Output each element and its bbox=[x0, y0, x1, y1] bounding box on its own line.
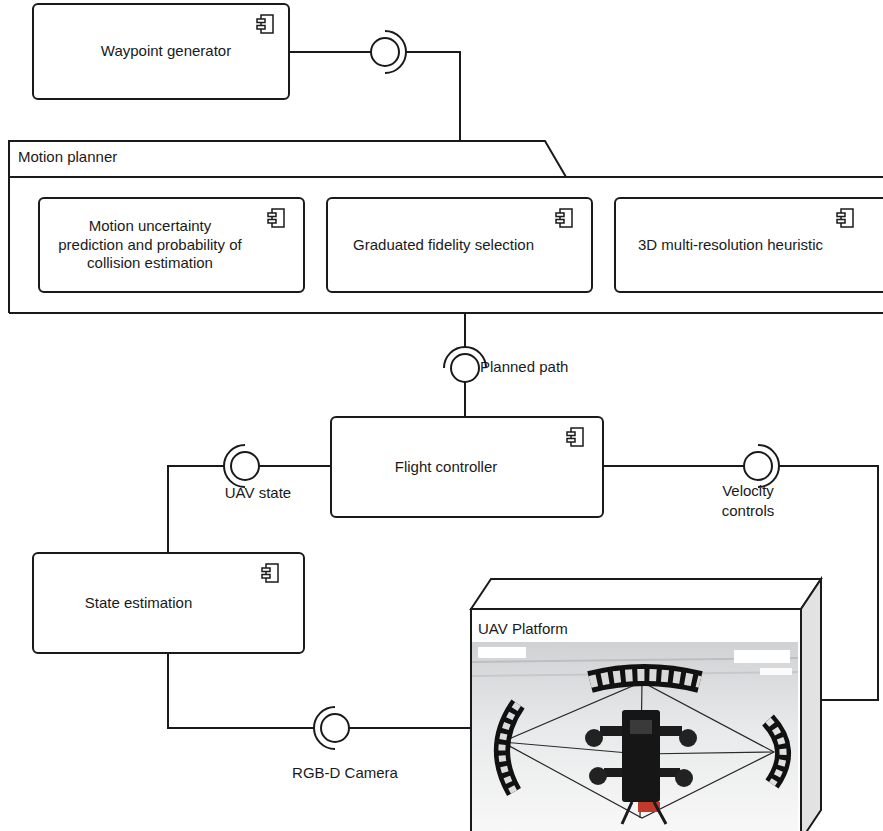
provided-interface-ball bbox=[321, 714, 349, 742]
drone-hull bbox=[622, 710, 660, 802]
provided-interface-ball bbox=[744, 452, 772, 480]
ceiling-light bbox=[734, 650, 790, 663]
ball-socket-symbol bbox=[314, 707, 349, 749]
drone-motor bbox=[679, 729, 697, 747]
drone-motor bbox=[585, 729, 603, 747]
component-label: State estimation bbox=[85, 594, 193, 613]
interface-label: Velocity controls bbox=[708, 481, 788, 520]
icon-tab bbox=[268, 213, 276, 217]
icon-tab bbox=[268, 220, 276, 224]
icon-tab bbox=[567, 439, 575, 443]
drone-body bbox=[585, 710, 697, 824]
drone-board bbox=[630, 720, 652, 734]
ball-socket-symbol bbox=[224, 445, 259, 487]
icon-tab bbox=[837, 220, 845, 224]
package-frame: Motion plannerMotion uncertainty predict… bbox=[8, 140, 883, 314]
component-label: Waypoint generator bbox=[101, 42, 231, 61]
icon-tab bbox=[837, 213, 845, 217]
ball-socket-symbol bbox=[444, 347, 486, 382]
ball-socket-symbol bbox=[744, 445, 779, 487]
component-icon bbox=[256, 14, 274, 34]
component-box: Graduated fidelity selection bbox=[326, 197, 593, 293]
component-box: Motion uncertainty prediction and probab… bbox=[38, 197, 305, 293]
icon-body bbox=[560, 209, 572, 227]
guard-ring bbox=[768, 720, 783, 784]
icon-tab bbox=[556, 220, 564, 224]
icon-body bbox=[272, 209, 284, 227]
component-icon bbox=[261, 563, 279, 583]
ceiling-light bbox=[760, 668, 792, 675]
box-side-face bbox=[801, 579, 821, 831]
guard-ring bbox=[502, 704, 518, 792]
component-box: 3D multi-resolution heuristic bbox=[614, 197, 883, 293]
icon-tab bbox=[556, 213, 564, 217]
component-icon bbox=[267, 208, 285, 228]
icon-tab bbox=[567, 432, 575, 436]
photo-background bbox=[472, 642, 798, 831]
drone-motor bbox=[675, 769, 693, 787]
provided-interface-ball bbox=[451, 354, 479, 382]
icon-tab bbox=[257, 19, 265, 23]
component-box: Waypoint generator bbox=[32, 3, 290, 100]
guard-ring bbox=[590, 675, 700, 682]
interface-label: Planned path bbox=[480, 357, 568, 377]
package-title: Motion planner bbox=[18, 148, 117, 167]
component-label: Motion uncertainty prediction and probab… bbox=[57, 217, 243, 273]
component-label: Flight controller bbox=[395, 458, 498, 477]
icon-tab bbox=[262, 568, 270, 572]
box-outline bbox=[470, 578, 822, 831]
drone-motor bbox=[589, 767, 607, 785]
icon-tab bbox=[257, 26, 265, 30]
ceiling-light bbox=[478, 647, 526, 658]
component-box: State estimation bbox=[32, 552, 305, 654]
drone-leg bbox=[654, 802, 666, 824]
component-label: UAV Platform bbox=[478, 620, 568, 639]
provided-interface-ball bbox=[371, 38, 399, 66]
box-top-face bbox=[471, 579, 821, 609]
interface-connector bbox=[168, 654, 470, 728]
drone-leg bbox=[622, 802, 632, 824]
component-icon bbox=[836, 208, 854, 228]
provided-interface-ball bbox=[231, 452, 259, 480]
icon-body bbox=[261, 15, 273, 33]
drone-frame-wires bbox=[502, 682, 774, 818]
interface-label: UAV state bbox=[225, 483, 291, 503]
interface-connector bbox=[290, 52, 460, 140]
icon-body bbox=[841, 209, 853, 227]
icon-tab bbox=[262, 575, 270, 579]
box-front-face bbox=[471, 609, 801, 831]
component-icon bbox=[566, 427, 584, 447]
ball-socket-symbol bbox=[371, 31, 406, 73]
frame-wire bbox=[502, 682, 774, 818]
interface-symbols bbox=[224, 31, 779, 749]
platform-node: UAV Platform bbox=[470, 578, 822, 831]
guard-ring bbox=[502, 704, 518, 792]
interface-label: RGB-D Camera bbox=[292, 763, 398, 783]
component-label: Graduated fidelity selection bbox=[353, 236, 534, 255]
component-label: 3D multi-resolution heuristic bbox=[638, 236, 823, 255]
component-box: Flight controller bbox=[330, 416, 604, 518]
guard-ring bbox=[590, 675, 700, 682]
component-icon bbox=[555, 208, 573, 228]
icon-body bbox=[266, 564, 278, 582]
uav-photo bbox=[472, 642, 798, 831]
icon-body bbox=[571, 428, 583, 446]
guard-ring bbox=[768, 720, 783, 784]
